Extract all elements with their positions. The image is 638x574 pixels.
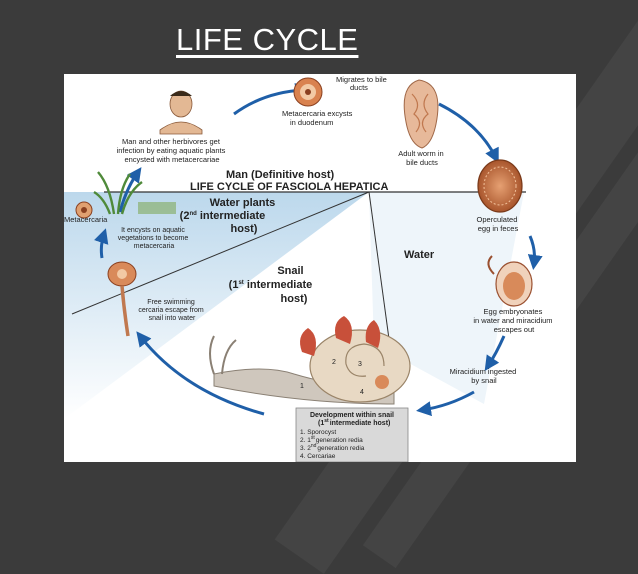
- adult-worm-icon: [403, 79, 439, 149]
- dev-box-item: 4. Cercariae: [300, 453, 336, 460]
- stage-number: 1: [300, 383, 304, 390]
- embryo-label: Egg embryonates in water and miracidium …: [473, 307, 554, 334]
- cercaria-icon: [107, 261, 137, 337]
- dev-box-item: 1. Sporocyst: [300, 429, 336, 436]
- cycle-arrow: [136, 331, 265, 416]
- development-box: [295, 407, 409, 462]
- cycle-arrow: [484, 335, 506, 371]
- dev-box-title: Development within snail: [310, 412, 394, 419]
- stage-number: 2: [332, 359, 336, 366]
- stage-number: 4: [360, 389, 364, 396]
- divider-diagonal-right: [368, 191, 390, 340]
- dev-box-item: 2. 1stgeneration redia: [300, 435, 363, 444]
- water-label: Water: [404, 249, 435, 261]
- migrate-label: Migrates to bile ducts: [336, 75, 389, 92]
- water-plants-host-label: Water plants (2nd intermediate host): [180, 197, 279, 235]
- cycle-arrow: [118, 167, 142, 213]
- adult-worm-label: Adult worm in bile ducts: [398, 149, 446, 167]
- diagram-heading: LIFE CYCLE OF FASCIOLA HEPATICA: [190, 181, 388, 193]
- cycle-arrow: [416, 390, 475, 417]
- embryonated-egg-icon: [487, 255, 533, 307]
- cycle-arrow: [527, 235, 543, 270]
- excyst-label: Metacercaria excysts in duodenum: [282, 109, 355, 127]
- snail-icon: [209, 316, 411, 405]
- encyst-label: It encysts on aquatic vegetations to bec…: [118, 227, 190, 250]
- cycle-arrow: [94, 228, 109, 259]
- operculated-egg-icon: [477, 159, 523, 213]
- life-cycle-diagram: Migrates to bile ducts Metacercaria excy…: [64, 75, 554, 462]
- water-region-right: [369, 192, 524, 404]
- excysting-metacercaria-icon: [293, 77, 323, 107]
- diagram-panel: Migrates to bile ducts Metacercaria excy…: [64, 74, 576, 462]
- man-label: Man and other herbivores get infection b…: [117, 137, 228, 164]
- slide-title: LIFE CYCLE: [176, 22, 359, 57]
- cercaria-label: Free swimming cercaria escape from snail…: [138, 299, 205, 322]
- snail-host-label: Snail (1st intermediate host): [229, 265, 316, 305]
- definitive-host-label: Man (Definitive host): [226, 169, 335, 181]
- dev-box-item: 3. 2ndgeneration redia: [300, 443, 365, 452]
- dev-box-subtitle: (1stintermediate host): [318, 418, 390, 427]
- egg-label: Operculated egg in feces: [477, 215, 520, 233]
- cycle-arrow: [438, 102, 499, 164]
- metacercaria-icon: [75, 201, 93, 219]
- water-region: [64, 192, 369, 419]
- metacercaria-label: Metacercaria: [64, 215, 108, 224]
- miracidium-label: Miracidium ingested by snail: [450, 367, 519, 385]
- stage-number: 3: [358, 361, 362, 368]
- water-plant-icon: [93, 171, 176, 215]
- man-figure: [159, 90, 203, 135]
